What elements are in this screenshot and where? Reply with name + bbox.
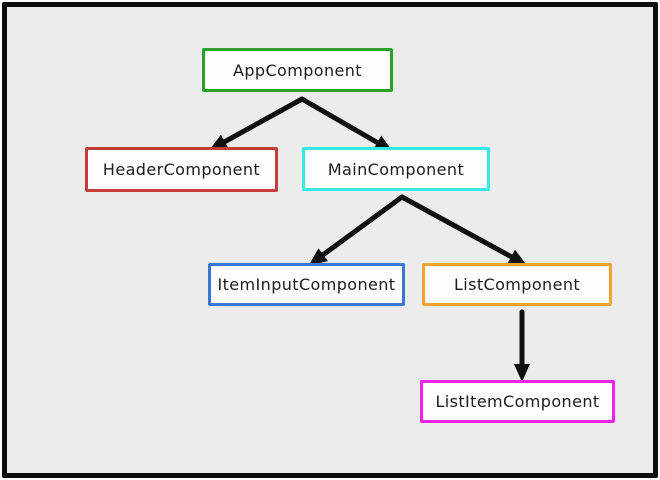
node-list-item-component-label: ListItemComponent xyxy=(435,392,600,411)
arrow-app-to-header xyxy=(209,96,305,151)
node-app-component-label: AppComponent xyxy=(233,60,362,80)
node-item-input-component: ItemInputComponent xyxy=(208,263,405,306)
node-main-component-label: MainComponent xyxy=(327,159,465,179)
node-main-component: MainComponent xyxy=(302,147,490,191)
node-item-input-component-label: ItemInputComponent xyxy=(217,275,396,294)
node-header-component-label: HeaderComponent xyxy=(102,160,261,179)
arrow-main-to-iteminput xyxy=(308,194,405,266)
node-list-component-label: ListComponent xyxy=(453,275,581,294)
node-app-component: AppComponent xyxy=(202,48,393,92)
node-header-component: HeaderComponent xyxy=(85,147,278,192)
arrow-main-to-list xyxy=(399,194,527,266)
node-list-item-component: ListItemComponent xyxy=(420,380,615,423)
node-list-component: ListComponent xyxy=(422,263,612,306)
arrow-app-to-main xyxy=(299,96,393,152)
